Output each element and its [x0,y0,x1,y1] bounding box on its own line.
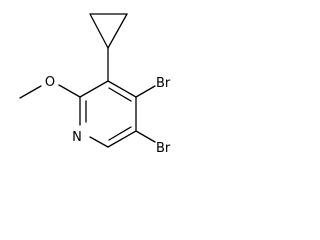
bond-c4-br [135,85,156,98]
bond-c6-n [89,136,109,148]
atom-label-br-bottom: Br [156,141,171,156]
bond-cyclopropyl-left [89,13,109,49]
atom-label-br-top: Br [156,76,171,91]
bond-c5-c6-inner [108,126,132,141]
bond-c3-c4 [107,80,137,98]
pyridine-ring [79,80,137,148]
bond-o-methyl [19,85,42,99]
molecule-structure: N O Br Br [19,13,171,156]
bond-cyclopropyl-right [107,13,128,49]
cyclopropyl-ring [89,13,128,49]
bond-c5-c6 [107,130,137,148]
atom-label-o: O [45,75,55,90]
bond-c2-o [58,84,81,98]
bond-c2-c3 [79,80,109,98]
bond-c3-c4-inner [108,87,132,102]
bond-c5-br [135,130,156,143]
atom-label-n: N [72,130,82,145]
